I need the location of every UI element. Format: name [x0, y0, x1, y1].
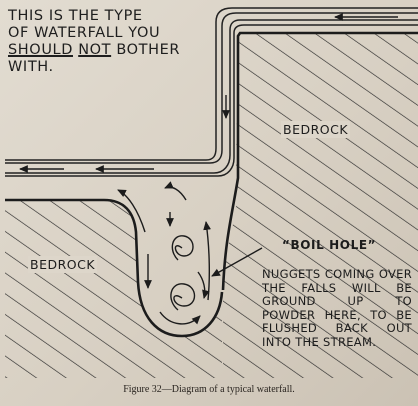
diagram-heading: THIS IS THE TYPE OF WATERFALL YOU SHOULD…: [8, 8, 198, 76]
boil-hole-pointer: [211, 247, 263, 277]
bedrock-lower-label: BEDROCK: [28, 256, 98, 273]
heading-should: SHOULD: [8, 42, 73, 58]
bedrock-lower-edge: [5, 198, 224, 338]
bedrock-upper-block: [223, 33, 418, 378]
flow-arrows: [19, 13, 398, 173]
stream-channel: [5, 7, 418, 177]
boil-hole-note: NUGGETS COMING OVER THE FALLS WILL BE GR…: [262, 267, 412, 349]
heading-line-4: WITH.: [8, 59, 54, 75]
figure-caption: Figure 32—Diagram of a typical waterfall…: [123, 384, 295, 395]
bedrock-lower-block: [5, 200, 222, 378]
heading-not: NOT: [78, 42, 112, 58]
heading-bother: BOTHER: [116, 42, 181, 58]
heading-line-1: THIS IS THE TYPE: [8, 8, 143, 24]
heading-line-2: OF WATERFALL YOU: [8, 25, 161, 41]
bedrock-upper-label: BEDROCK: [281, 121, 351, 138]
boil-hole-currents: [117, 181, 211, 325]
boil-hole-title: “BOIL HOLE”: [282, 238, 377, 252]
